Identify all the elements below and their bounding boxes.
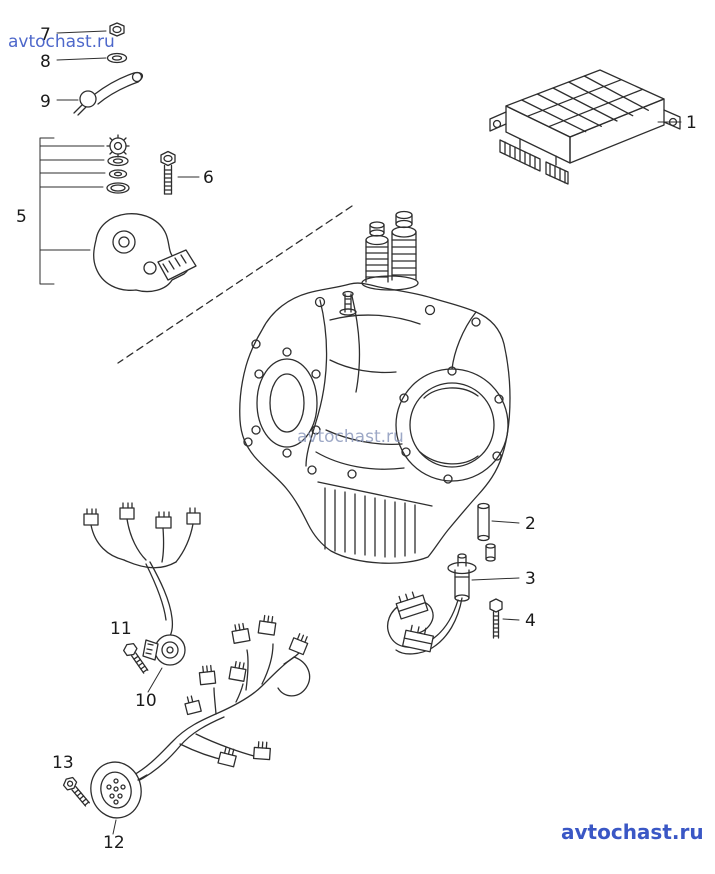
harness-left	[83, 502, 201, 637]
breather-caps	[361, 210, 419, 291]
pin-part-2	[477, 502, 496, 562]
part-5-group	[93, 134, 197, 293]
diagram-linework	[39, 22, 682, 835]
callout-12: 12	[103, 833, 125, 853]
harness-connector	[198, 664, 217, 686]
bracket-part-5	[39, 137, 55, 285]
transmission-housing	[239, 210, 511, 564]
watermark-top-left: avtochast.ru	[8, 32, 115, 52]
callout-7: 7	[40, 25, 51, 45]
bolt-part-4	[489, 598, 503, 639]
callout-4: 4	[525, 611, 536, 631]
selector-shaft-stud	[339, 290, 357, 316]
harness-connector	[184, 695, 202, 716]
harness-right	[387, 591, 463, 655]
round-connector-part-12	[90, 761, 148, 819]
bolt-part-13	[62, 776, 90, 807]
watermark-bottom-right: avtochast.ru	[561, 820, 704, 844]
callout-11: 11	[110, 619, 132, 639]
callout-13: 13	[52, 753, 74, 773]
dashed-reference-line	[117, 205, 353, 364]
watermark-center: avtochast.ru	[297, 427, 404, 447]
washer-part-8	[106, 52, 128, 64]
harness-bottom	[131, 614, 311, 783]
sensor-part-10	[142, 634, 186, 666]
harness-connector	[252, 741, 271, 761]
callout-1: 1	[686, 113, 697, 133]
callout-labels: 1 2 3 4 5 6 7 8 9 10 11 12 13	[16, 25, 697, 853]
speed-sensor-part-3	[447, 553, 477, 602]
lever-part-9	[73, 71, 143, 116]
harness-connector	[231, 622, 251, 644]
nut-part-7	[109, 22, 125, 37]
callout-5: 5	[16, 207, 27, 227]
control-unit-part-1	[489, 69, 681, 185]
harness-connector	[228, 661, 247, 682]
oil-pan-ribs	[317, 481, 433, 558]
bolt-part-11	[122, 642, 149, 674]
callout-10: 10	[135, 691, 157, 711]
harness-connector	[217, 746, 237, 768]
callout-6: 6	[203, 168, 214, 188]
callout-2: 2	[525, 514, 536, 534]
bolt-part-6	[160, 150, 176, 195]
leader-lines	[39, 30, 682, 835]
lock-washer	[106, 134, 130, 158]
harness-connector	[288, 633, 309, 656]
multifunction-switch-part-5	[93, 213, 197, 293]
callout-3: 3	[525, 569, 536, 589]
callout-9: 9	[40, 92, 51, 112]
callout-8: 8	[40, 52, 51, 72]
harness-connector	[257, 614, 277, 636]
